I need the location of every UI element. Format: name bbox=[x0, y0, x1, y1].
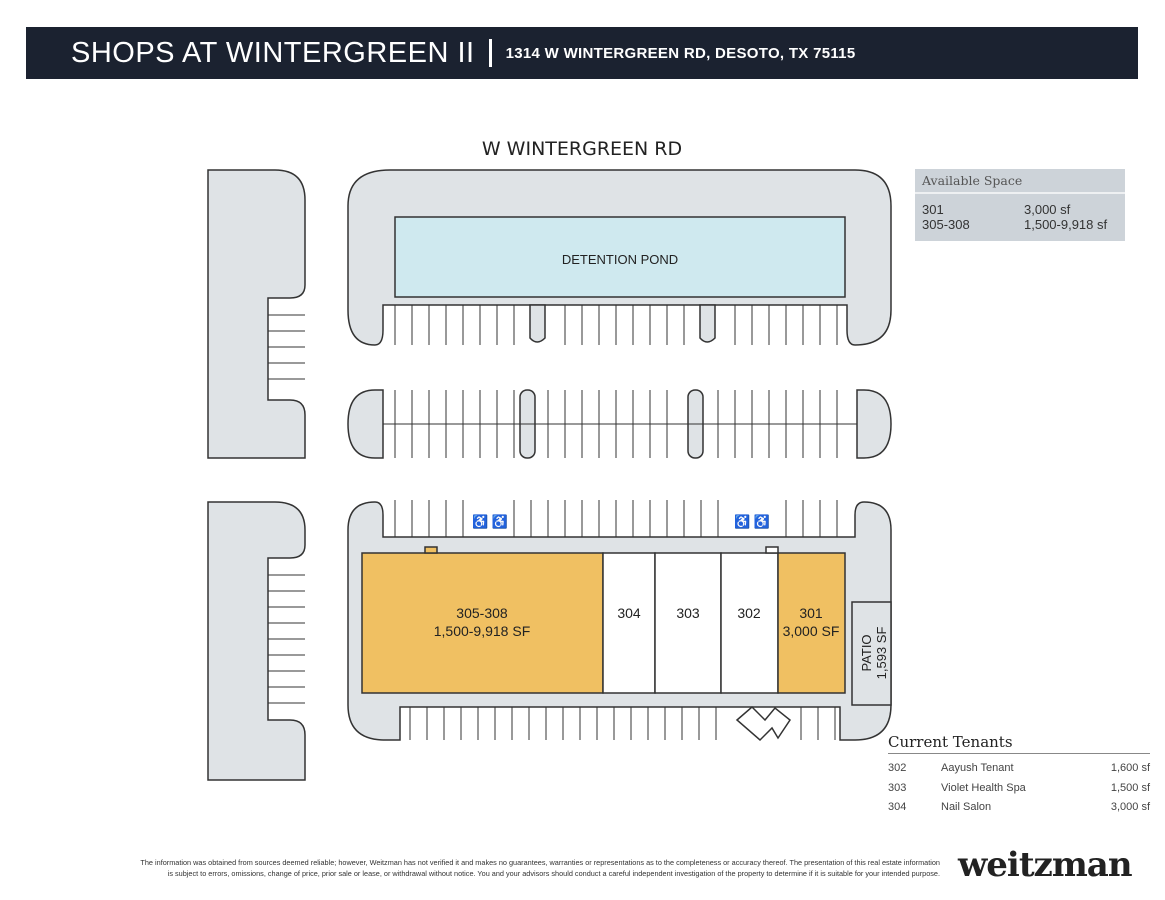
unit-label: 301 bbox=[799, 605, 823, 621]
available-space-title: Available Space bbox=[915, 169, 1125, 194]
available-row: 305-308 1,500-9,918 sf bbox=[915, 217, 1125, 232]
unit: 304 bbox=[888, 801, 907, 813]
tenant-name: Nail Salon bbox=[941, 801, 992, 813]
divider bbox=[488, 39, 492, 67]
size: 1,500 sf bbox=[1110, 781, 1150, 794]
unit-305-308[interactable] bbox=[361, 552, 604, 694]
mid-island-left bbox=[347, 389, 384, 459]
size: 3,000 sf bbox=[1024, 202, 1071, 217]
unit-size: 3,000 SF bbox=[783, 623, 840, 639]
unit-label: 302 bbox=[737, 605, 761, 621]
unit-302[interactable] bbox=[720, 552, 779, 694]
tenant-row: 302 Aayush Tenant 1,600 sf bbox=[888, 762, 1150, 782]
available-space-panel: Available Space 301 3,000 sf 305-308 1,500… bbox=[915, 169, 1125, 241]
tenant-name: Aayush Tenant bbox=[941, 762, 1014, 774]
tenant-row: 304 Nail Salon 3,000 sf bbox=[888, 801, 1150, 821]
accessible-parking-icon: ♿ ♿ bbox=[472, 514, 508, 529]
unit: 301 bbox=[922, 202, 944, 217]
entry-feature bbox=[735, 705, 792, 742]
disclaimer-line: The information was obtained from source… bbox=[140, 858, 940, 867]
weitzman-logo: weitzman bbox=[958, 845, 1133, 885]
size: 1,500-9,918 sf bbox=[1024, 217, 1108, 232]
disclaimer: The information was obtained from source… bbox=[40, 857, 940, 879]
left-island-top bbox=[207, 169, 306, 459]
property-address: 1314 W WINTERGREEN RD, DESOTO, TX 75115 bbox=[505, 44, 856, 62]
unit-label: 305-308 bbox=[456, 605, 508, 621]
patio-size: 1,593 SF bbox=[874, 627, 889, 680]
left-island-bottom bbox=[207, 501, 306, 781]
unit-size: 1,500-9,918 SF bbox=[434, 623, 531, 639]
unit-label: 303 bbox=[676, 605, 700, 621]
mid-island-right bbox=[856, 389, 892, 459]
size: 3,000 sf bbox=[1110, 801, 1150, 813]
unit: 303 bbox=[888, 781, 907, 794]
tenant-name: Violet Health Spa bbox=[941, 781, 1026, 794]
unit-303[interactable] bbox=[654, 552, 722, 694]
detention-pond bbox=[394, 216, 846, 298]
patio bbox=[851, 601, 892, 706]
current-tenants-panel: Current Tenants 302 Aayush Tenant 1,600 sf… bbox=[888, 733, 1150, 821]
pond-label: DETENTION POND bbox=[562, 252, 678, 267]
parking-islands bbox=[529, 304, 716, 343]
patio-label: PATIO bbox=[859, 634, 874, 671]
unit-label: 304 bbox=[617, 605, 641, 621]
tenants-title: Current Tenants bbox=[888, 733, 1150, 754]
available-row: 301 3,000 sf bbox=[915, 202, 1125, 217]
size: 1,600 sf bbox=[1110, 762, 1150, 774]
property-title: SHOPS AT WINTERGREEN II bbox=[71, 36, 475, 69]
unit-301[interactable] bbox=[777, 552, 846, 694]
unit: 302 bbox=[888, 762, 907, 774]
tenant-row: 303 Violet Health Spa 1,500 sf bbox=[888, 782, 1150, 802]
accessible-parking-icon: ♿ ♿ bbox=[734, 514, 770, 529]
header-bar: SHOPS AT WINTERGREEN II 1314 W WINTERGRE… bbox=[26, 27, 1138, 79]
road-label: W WINTERGREEN RD bbox=[482, 138, 682, 160]
unit-304[interactable] bbox=[602, 552, 656, 694]
disclaimer-line: is subject to errors, omissions, change … bbox=[167, 869, 940, 878]
unit: 305-308 bbox=[922, 217, 970, 232]
